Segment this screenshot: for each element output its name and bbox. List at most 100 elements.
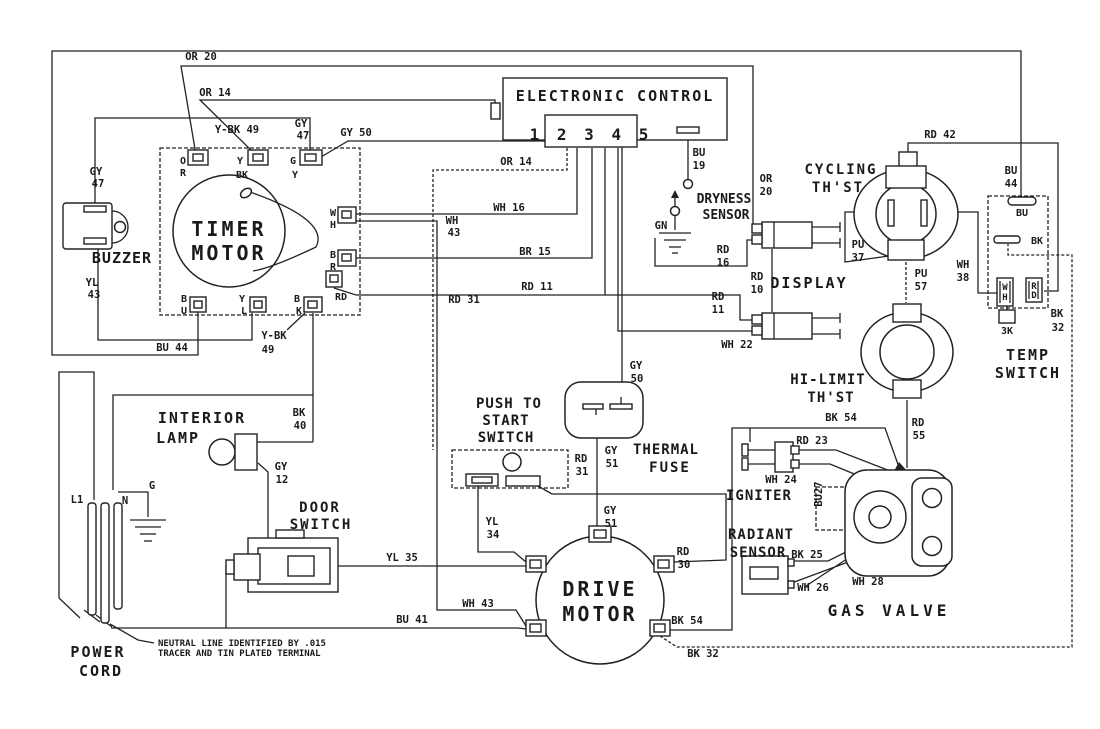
drive-motor-label-1: DRIVE bbox=[562, 577, 637, 601]
wire-wh43-b: WH 43 bbox=[462, 598, 494, 610]
wire-yl43 bbox=[97, 249, 253, 341]
door-switch-label-1: DOOR bbox=[299, 500, 341, 516]
wire-bk40-1: BK bbox=[293, 407, 306, 419]
buzzer-label: BUZZER bbox=[92, 249, 152, 267]
wire-rd31-b2: 31 bbox=[576, 466, 589, 478]
wire-or14-top: OR 14 bbox=[199, 87, 231, 99]
wire-or20-b2: 20 bbox=[760, 186, 773, 198]
wire-gy47-a2: 47 bbox=[297, 130, 310, 142]
g-ground-icon bbox=[130, 519, 166, 542]
wire-wh38-1: WH bbox=[957, 259, 970, 271]
wire-rd16-1: RD bbox=[717, 244, 730, 256]
neutral-note-line-1: NEUTRAL LINE IDENTIFIED BY .015 bbox=[158, 639, 326, 649]
wire-wh26: WH 26 bbox=[797, 582, 829, 594]
display-connector-top bbox=[751, 221, 841, 249]
temp-switch-label-1: TEMP bbox=[1006, 346, 1050, 364]
timer-term-b2: B bbox=[181, 294, 187, 305]
push-to-start-label-1: PUSH TO bbox=[476, 396, 542, 412]
wire-wh22: WH 22 bbox=[721, 339, 753, 351]
wire-ybk49-diag bbox=[286, 312, 306, 331]
thermal-fuse-body bbox=[564, 381, 644, 439]
cord-line-n bbox=[100, 502, 110, 624]
lamp-bulb-icon bbox=[208, 438, 236, 466]
wire-pu57-2: 57 bbox=[915, 281, 928, 293]
wire-bu44-r1: BU bbox=[1005, 165, 1018, 177]
temp-term-r: R bbox=[1031, 282, 1037, 292]
wire-neutral-ground bbox=[118, 491, 149, 517]
thermal-fuse-label-2: FUSE bbox=[649, 460, 691, 476]
drive-motor bbox=[525, 525, 675, 665]
thermal-fuse-label-1: THERMAL bbox=[633, 442, 699, 458]
wire-bk54-valve bbox=[750, 427, 901, 471]
push-to-start-label-2: START bbox=[482, 413, 529, 429]
wire-pu57-1: PU bbox=[915, 268, 928, 280]
hi-limit-thst-label-2: TH'ST bbox=[807, 390, 854, 406]
wire-bk32 bbox=[659, 244, 1073, 648]
wire-bk32-bottom: BK 32 bbox=[687, 648, 719, 660]
wire-rd31-b1: RD bbox=[575, 453, 588, 465]
display-connector-bottom bbox=[751, 312, 841, 340]
igniter bbox=[741, 441, 800, 473]
wire-bu19-1: BU bbox=[693, 147, 706, 159]
cycling-thermostat bbox=[853, 151, 959, 261]
wire-gy50-b2: 50 bbox=[631, 373, 644, 385]
dryness-sensor bbox=[659, 178, 694, 254]
buzzer-horn bbox=[111, 210, 129, 244]
temp-term-bu-pill bbox=[1007, 196, 1037, 206]
temp-term-wh-box bbox=[996, 277, 1014, 307]
cycling-thst-label-1: CYCLING bbox=[804, 162, 877, 178]
temp-term-d: D bbox=[1031, 291, 1037, 301]
wire-bk32-r1: BK bbox=[1051, 308, 1064, 320]
display-label: DISPLAY bbox=[770, 274, 847, 292]
wire-gn: GN bbox=[655, 220, 668, 232]
timer-term-rd: RD bbox=[335, 292, 347, 303]
temp-switch-label-2: SWITCH bbox=[995, 364, 1061, 382]
control-terminal-numbers: 1 2 3 4 5 bbox=[530, 125, 653, 144]
wire-gy51-a1: GY bbox=[605, 445, 618, 457]
timer-term-o: O bbox=[180, 156, 186, 167]
wire-wh22 bbox=[617, 148, 752, 332]
wire-rd23: RD 23 bbox=[796, 435, 828, 447]
wire-yl34-1: YL bbox=[486, 516, 499, 528]
wire-rd11-mid: RD 11 bbox=[521, 281, 553, 293]
power-cord bbox=[87, 502, 166, 624]
bu19-terminal bbox=[676, 126, 700, 134]
timer-term-b1: B bbox=[330, 250, 336, 261]
wire-wh38-2: 38 bbox=[957, 272, 970, 284]
wire-rd10-1: RD bbox=[751, 271, 764, 283]
wire-l1 bbox=[58, 371, 95, 619]
wire-wh43 bbox=[356, 220, 527, 627]
wire-or20-top: OR 20 bbox=[185, 51, 217, 63]
timer-term-l: L bbox=[241, 306, 247, 317]
note-pointer bbox=[109, 623, 155, 644]
cord-l1: L1 bbox=[71, 494, 84, 506]
timer-term-y1: Y bbox=[237, 156, 243, 167]
wire-wh16 bbox=[356, 148, 578, 215]
wire-bu41 bbox=[111, 627, 527, 630]
timer-cam bbox=[249, 191, 319, 272]
cycling-thst-label-2: TH'ST bbox=[812, 180, 864, 196]
wire-rd16-2: 16 bbox=[717, 257, 730, 269]
timer-term-r: R bbox=[180, 168, 187, 179]
wire-rd31 bbox=[432, 148, 568, 450]
wire-gy47-b1: GY bbox=[90, 166, 103, 178]
cord-n: N bbox=[122, 495, 128, 507]
lamp-socket bbox=[234, 433, 258, 471]
wire-bu41: BU 41 bbox=[396, 614, 428, 626]
wire-rd55-2: 55 bbox=[913, 430, 926, 442]
wire-ybk49-b2: 49 bbox=[262, 344, 275, 356]
timer-motor-label-1: TIMER bbox=[191, 217, 266, 241]
wire-gy50-top: GY 50 bbox=[340, 127, 372, 139]
wire-pu37-2: 37 bbox=[852, 252, 865, 264]
cord-line-l1 bbox=[87, 502, 97, 616]
wire-bk40-2: 40 bbox=[294, 420, 307, 432]
timer-term-b3: B bbox=[294, 294, 300, 305]
radiant-sensor-label-2: SENSOR bbox=[730, 545, 787, 561]
gas-valve-label: GAS VALVE bbox=[828, 601, 951, 620]
pts-box bbox=[451, 449, 569, 489]
wire-gy12 bbox=[257, 462, 269, 538]
wire-bu19-2: 19 bbox=[693, 160, 706, 172]
